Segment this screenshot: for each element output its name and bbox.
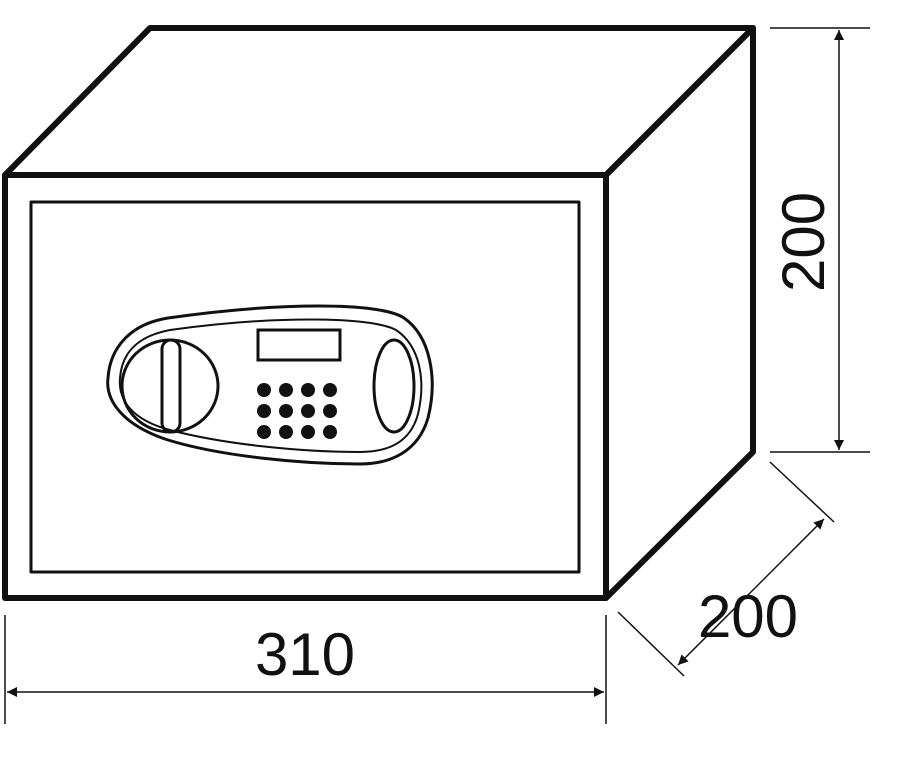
lcd-display	[256, 328, 342, 362]
width-label: 310	[255, 621, 355, 688]
keypad-button	[301, 404, 315, 418]
depth-label: 200	[698, 583, 798, 650]
keypad-button	[257, 404, 271, 418]
keypad-button	[323, 383, 337, 397]
lock-plate-outer	[106, 304, 434, 466]
keypad-button	[279, 404, 293, 418]
extension-line-depth-back	[769, 461, 835, 523]
dimension-width	[4, 615, 607, 724]
handle-knob-icon	[120, 338, 220, 434]
keypad-button	[257, 425, 271, 439]
keypad-button	[279, 383, 293, 397]
keypad-button	[301, 383, 315, 397]
keypad-button	[323, 425, 337, 439]
safe-top-face	[2, 25, 756, 178]
lock-plate-inner	[118, 318, 423, 454]
keypad-button	[279, 425, 293, 439]
safe-front-face	[2, 172, 609, 601]
handle-bar	[160, 338, 182, 434]
keypad-button	[301, 425, 315, 439]
dimension-depth	[617, 461, 835, 677]
keypad-button	[323, 404, 337, 418]
extension-line-depth-front	[617, 611, 685, 677]
height-label: 200	[770, 192, 837, 292]
dimension-line-depth	[677, 518, 825, 666]
safe-side-face	[603, 25, 756, 601]
emblem-oval-icon	[372, 338, 416, 434]
dimension-height	[770, 27, 870, 453]
safe-body	[2, 25, 756, 601]
keypad-button	[257, 383, 271, 397]
lock-plate	[106, 304, 434, 466]
safe-door-panel	[29, 200, 581, 574]
keypad	[257, 383, 337, 439]
